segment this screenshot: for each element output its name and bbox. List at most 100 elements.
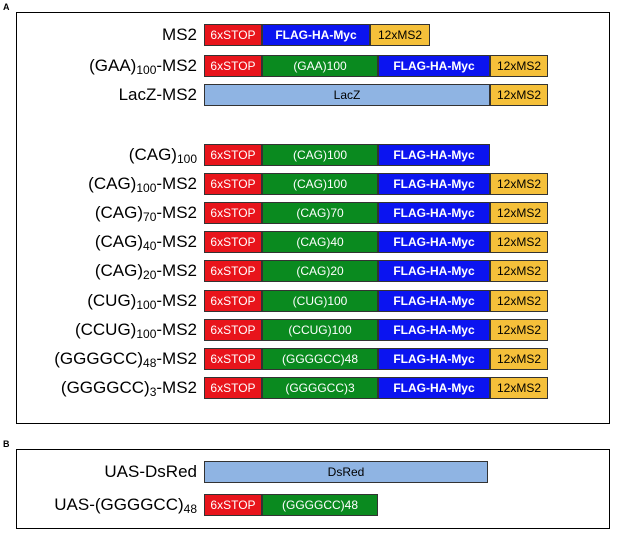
construct-label: (CCUG)100-MS2 bbox=[75, 319, 197, 341]
construct-label-suffix: -MS2 bbox=[156, 203, 197, 222]
construct-label-main: UAS-(GGGGCC) bbox=[54, 495, 184, 514]
construct-label: (GGGGCC)48-MS2 bbox=[54, 348, 197, 370]
segment-ms2: 12xMS2 bbox=[490, 173, 548, 195]
construct-label-suffix: -MS2 bbox=[156, 291, 197, 310]
panel-b-letter: B bbox=[3, 439, 10, 449]
construct-label-main: (GAA) bbox=[89, 56, 137, 75]
construct-label-main: UAS-DsRed bbox=[104, 462, 197, 481]
segment-stop: 6xSTOP bbox=[204, 290, 262, 312]
construct-label-suffix: -MS2 bbox=[156, 261, 197, 280]
segment-repeat: (CCUG)100 bbox=[262, 319, 378, 341]
construct-label-suffix: -MS2 bbox=[156, 174, 197, 193]
construct-label-subscript: 48 bbox=[183, 502, 197, 516]
construct-label-subscript: 48 bbox=[143, 356, 157, 370]
construct-label-subscript: 100 bbox=[136, 181, 157, 195]
segment-ms2: 12xMS2 bbox=[490, 290, 548, 312]
segment-stop: 6xSTOP bbox=[204, 55, 262, 77]
construct-label-main: (CAG) bbox=[128, 145, 177, 164]
construct-label-main: (CUG) bbox=[87, 291, 137, 310]
segment-ms2: 12xMS2 bbox=[490, 84, 548, 106]
construct-label-subscript: 100 bbox=[176, 152, 197, 166]
construct-label-main: MS2 bbox=[162, 25, 197, 44]
construct-row: UAS-DsRed DsRed bbox=[17, 461, 607, 483]
segment-repeat: (GAA)100 bbox=[262, 55, 378, 77]
construct-label-suffix: -MS2 bbox=[156, 349, 197, 368]
construct-label-subscript: 100 bbox=[136, 63, 157, 77]
construct-label-suffix: -MS2 bbox=[156, 56, 197, 75]
segment-flag: FLAG-HA-Myc bbox=[378, 55, 490, 77]
segment-repeat: (GGGGCC)3 bbox=[262, 377, 378, 399]
construct-label-main: LacZ-MS2 bbox=[118, 85, 197, 104]
construct-label-main: (CAG) bbox=[94, 232, 144, 251]
segment-flag: FLAG-HA-Myc bbox=[378, 377, 490, 399]
construct-label: MS2 bbox=[162, 24, 197, 46]
segment-stop: 6xSTOP bbox=[204, 231, 262, 253]
segment-repeat: (GGGGCC)48 bbox=[262, 348, 378, 370]
segment-stop: 6xSTOP bbox=[204, 348, 262, 370]
segment-ms2: 12xMS2 bbox=[490, 319, 548, 341]
segment-stop: 6xSTOP bbox=[204, 319, 262, 341]
segment-repeat: (CAG)100 bbox=[262, 173, 378, 195]
construct-label-suffix: -MS2 bbox=[156, 232, 197, 251]
segment-dsred: DsRed bbox=[204, 461, 488, 483]
segment-flag: FLAG-HA-Myc bbox=[378, 260, 490, 282]
segment-repeat: (CUG)100 bbox=[262, 290, 378, 312]
construct-label: (CAG)20-MS2 bbox=[95, 260, 197, 282]
construct-label: (CAG)70-MS2 bbox=[95, 202, 197, 224]
segment-repeat: (CAG)70 bbox=[262, 202, 378, 224]
segment-stop: 6xSTOP bbox=[204, 260, 262, 282]
segment-flag: FLAG-HA-Myc bbox=[262, 24, 370, 46]
segment-repeat: (GGGGCC)48 bbox=[262, 494, 378, 516]
segment-ms2: 12xMS2 bbox=[490, 231, 548, 253]
segment-stop: 6xSTOP bbox=[204, 377, 262, 399]
segment-repeat: (CAG)20 bbox=[262, 260, 378, 282]
panel-a-letter: A bbox=[3, 2, 10, 12]
segment-flag: FLAG-HA-Myc bbox=[378, 202, 490, 224]
segment-repeat: (CAG)100 bbox=[262, 144, 378, 166]
segment-flag: FLAG-HA-Myc bbox=[378, 348, 490, 370]
segment-flag: FLAG-HA-Myc bbox=[378, 144, 490, 166]
segment-ms2: 12xMS2 bbox=[490, 377, 548, 399]
construct-label-subscript: 3 bbox=[149, 385, 157, 399]
segment-ms2: 12xMS2 bbox=[490, 260, 548, 282]
construct-label: (CAG)40-MS2 bbox=[95, 231, 197, 253]
construct-label: LacZ-MS2 bbox=[119, 84, 197, 106]
construct-label-main: (CCUG) bbox=[74, 320, 137, 339]
construct-label: UAS-(GGGGCC)48 bbox=[54, 494, 197, 516]
segment-lacz: LacZ bbox=[204, 84, 490, 106]
construct-label-subscript: 70 bbox=[143, 210, 157, 224]
segment-repeat: (CAG)40 bbox=[262, 231, 378, 253]
segment-flag: FLAG-HA-Myc bbox=[378, 173, 490, 195]
construct-label-main: (CAG) bbox=[88, 174, 137, 193]
segment-stop: 6xSTOP bbox=[204, 494, 262, 516]
segment-stop: 6xSTOP bbox=[204, 144, 262, 166]
construct-label: (GAA)100-MS2 bbox=[89, 55, 197, 77]
construct-label-subscript: 100 bbox=[136, 298, 157, 312]
construct-label-subscript: 20 bbox=[143, 268, 157, 282]
construct-label-subscript: 40 bbox=[143, 239, 157, 253]
segment-ms2: 12xMS2 bbox=[490, 55, 548, 77]
segment-ms2: 12xMS2 bbox=[490, 202, 548, 224]
segment-flag: FLAG-HA-Myc bbox=[378, 290, 490, 312]
segment-stop: 6xSTOP bbox=[204, 173, 262, 195]
construct-label-main: (GGGGCC) bbox=[60, 378, 150, 397]
construct-label-main: (CAG) bbox=[94, 261, 144, 280]
segment-stop: 6xSTOP bbox=[204, 202, 262, 224]
construct-label-suffix: -MS2 bbox=[156, 320, 197, 339]
construct-label-suffix: -MS2 bbox=[156, 378, 197, 397]
construct-label-main: (GGGGCC) bbox=[54, 349, 144, 368]
segment-ms2: 12xMS2 bbox=[370, 24, 430, 46]
